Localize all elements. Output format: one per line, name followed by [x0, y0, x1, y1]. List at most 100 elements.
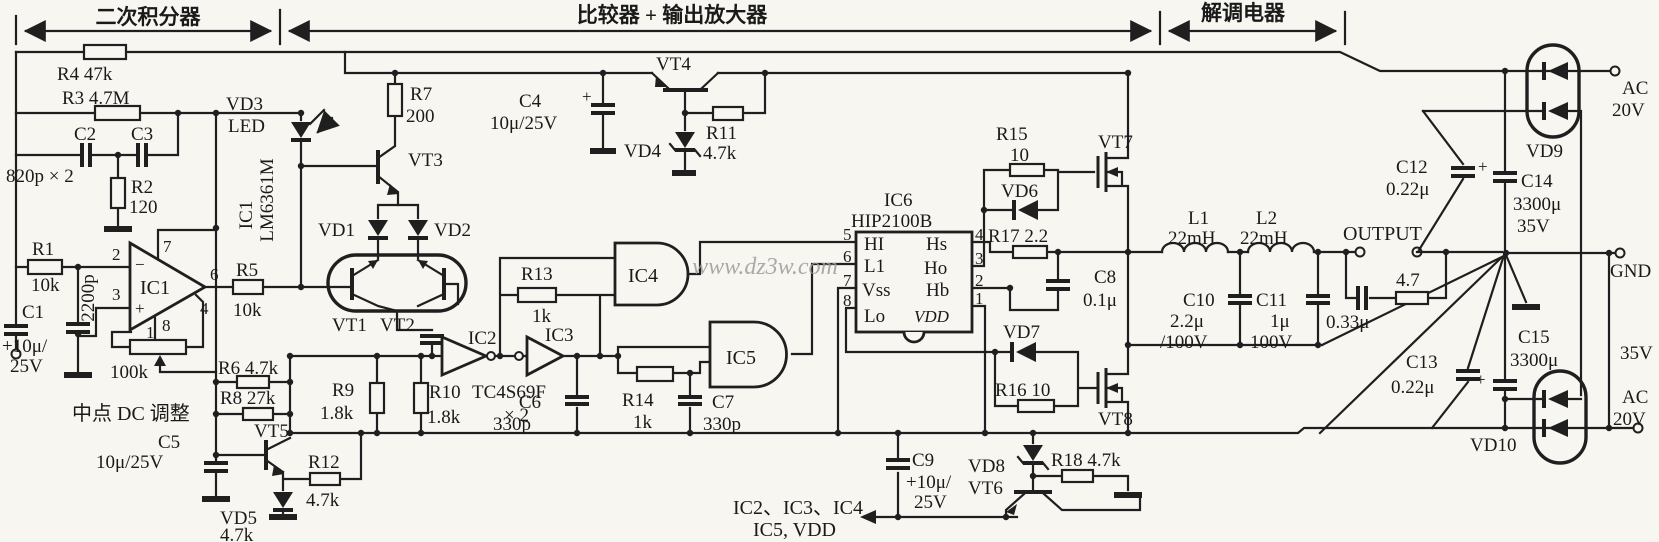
label-ic1-designator: IC1: [140, 277, 170, 299]
label-ic5: IC5: [726, 347, 756, 369]
label-r13: R13: [521, 264, 553, 285]
label-c7-value: 330p: [703, 414, 741, 435]
label-vd10: VD10: [1470, 435, 1516, 456]
label-r3: R3 4.7M: [62, 88, 130, 109]
label-c12-value: 0.22μ: [1386, 179, 1429, 200]
label-r4: R4 47k: [57, 64, 113, 85]
label-ic1-pin7: 7: [163, 237, 172, 256]
label-trim-note: 中点 DC 调整: [72, 402, 190, 425]
label-c10-value2: /100V: [1160, 332, 1208, 353]
label-ic6-pin6: 6: [843, 247, 852, 266]
header-comparator: 比较器 + 输出放大器: [577, 3, 768, 27]
label-c15-value: 3300μ: [1510, 350, 1558, 371]
label-c2c3-value: 820p × 2: [6, 166, 74, 187]
label-ic6-pin1: 1: [975, 289, 984, 308]
label-ac-top-1: AC: [1622, 78, 1648, 99]
label-ic1-name: IC1: [236, 201, 257, 230]
label-vd1: VD1: [318, 220, 355, 241]
label-c1: C1: [22, 302, 44, 323]
label-ic6-li: L1: [864, 256, 885, 277]
label-r17: R17 2.2: [988, 226, 1048, 247]
watermark: www.dz3w.com: [692, 254, 838, 280]
label-vd2: VD2: [434, 220, 471, 241]
label-r16: R16 10: [995, 380, 1050, 401]
label-c12: C12: [1396, 157, 1428, 178]
header-demodulator: 解调电器: [1201, 1, 1286, 25]
label-ic6-pin5: 5: [843, 225, 852, 244]
label-c10: C10: [1183, 290, 1215, 311]
label-r15-value: 10: [1010, 145, 1029, 166]
label-ic6-vss: Vss: [862, 280, 891, 301]
label-c15: C15: [1518, 327, 1550, 348]
label-ic6: IC6: [884, 190, 913, 211]
label-vd5: VD5: [220, 508, 257, 529]
label-ic2: IC2: [468, 328, 497, 349]
label-c2200: 2200p: [78, 274, 99, 322]
label-c15-plus: +: [1476, 370, 1486, 389]
section-headers: 二次积分器 比较器 + 输出放大器 解调电器: [96, 1, 1286, 29]
label-c6-value: 330p: [493, 414, 531, 435]
label-c3: C3: [131, 124, 153, 145]
label-r12-value: 4.7k: [306, 490, 340, 511]
component-labels: R4 47k R3 4.7M C2 C3 820p × 2 R2 120 R1 …: [2, 54, 1653, 542]
label-ic6-vdd: VDD: [914, 307, 950, 326]
label-l2-value: 22mH: [1240, 228, 1288, 249]
label-vt5: VT5: [254, 421, 289, 442]
label-r15: R15: [996, 124, 1028, 145]
opamp-plus: +: [135, 299, 145, 318]
label-r9-value: 1.8k: [320, 403, 354, 424]
label-ic1-pin3: 3: [112, 285, 121, 304]
label-c10-value1: 2.2μ: [1170, 311, 1204, 332]
label-c8: C8: [1094, 267, 1116, 288]
label-vd3: VD3: [226, 94, 263, 115]
label-ic6-pin7: 7: [843, 271, 852, 290]
label-c11-value1: 1μ: [1270, 311, 1290, 332]
label-vd6: VD6: [1001, 181, 1038, 202]
label-l1: L1: [1188, 208, 1209, 229]
label-ic1-pin8: 8: [162, 316, 171, 335]
label-c4-plus: +: [582, 87, 592, 106]
label-inverter-qty: × 2: [504, 405, 529, 426]
label-ic6-hi: HI: [864, 234, 884, 255]
label-c9-value2: 25V: [914, 492, 947, 513]
label-output: OUTPUT: [1343, 223, 1422, 245]
label-c11-value2: 100V: [1250, 332, 1293, 353]
label-r14: R14: [622, 390, 654, 411]
label-vd7: VD7: [1003, 322, 1040, 343]
label-r8: R8 27k: [220, 388, 276, 409]
label-r1-value: 10k: [31, 275, 60, 296]
label-ic4: IC4: [628, 265, 658, 287]
label-vt8: VT8: [1098, 409, 1133, 430]
label-c11: C11: [1256, 290, 1287, 311]
label-r10: R10: [429, 382, 461, 403]
label-r6: R6 4.7k: [218, 358, 279, 379]
label-ic3: IC3: [545, 325, 574, 346]
label-vt3: VT3: [408, 150, 443, 171]
label-c9-value1: +10μ/: [906, 472, 952, 493]
label-c14-value1: 3300μ: [1513, 194, 1561, 215]
label-c14: C14: [1521, 171, 1553, 192]
label-r12: R12: [308, 452, 340, 473]
label-c5-value: 10μ/25V: [96, 452, 163, 473]
label-vt2: VT2: [380, 315, 415, 336]
label-r10-value: 1.8k: [427, 407, 461, 428]
label-r5: R5: [236, 260, 258, 281]
label-ic6-hb: Hb: [926, 280, 949, 301]
label-c14-plus: +: [1478, 157, 1488, 176]
label-ic1-pin4: 4: [200, 299, 209, 318]
label-vt7: VT7: [1098, 132, 1133, 153]
header-integrator: 二次积分器: [96, 5, 202, 29]
label-vd8: VD8: [968, 456, 1005, 477]
label-ic1-part: LM6361M: [257, 158, 278, 242]
label-inverter-part: TC4S69F: [472, 382, 546, 403]
label-r18: R18 4.7k: [1051, 450, 1121, 471]
label-c4-value: 10μ/25V: [490, 113, 557, 134]
label-ac-bottom-2: 20V: [1613, 409, 1646, 430]
label-r11-value: 4.7k: [703, 143, 737, 164]
label-c1-value1: +10μ/: [2, 336, 48, 357]
label-r7: R7: [410, 84, 432, 105]
label-vd5-value: 4.7k: [220, 525, 254, 542]
label-l2: L2: [1256, 208, 1277, 229]
label-output-resistor: 4.7: [1396, 270, 1420, 291]
